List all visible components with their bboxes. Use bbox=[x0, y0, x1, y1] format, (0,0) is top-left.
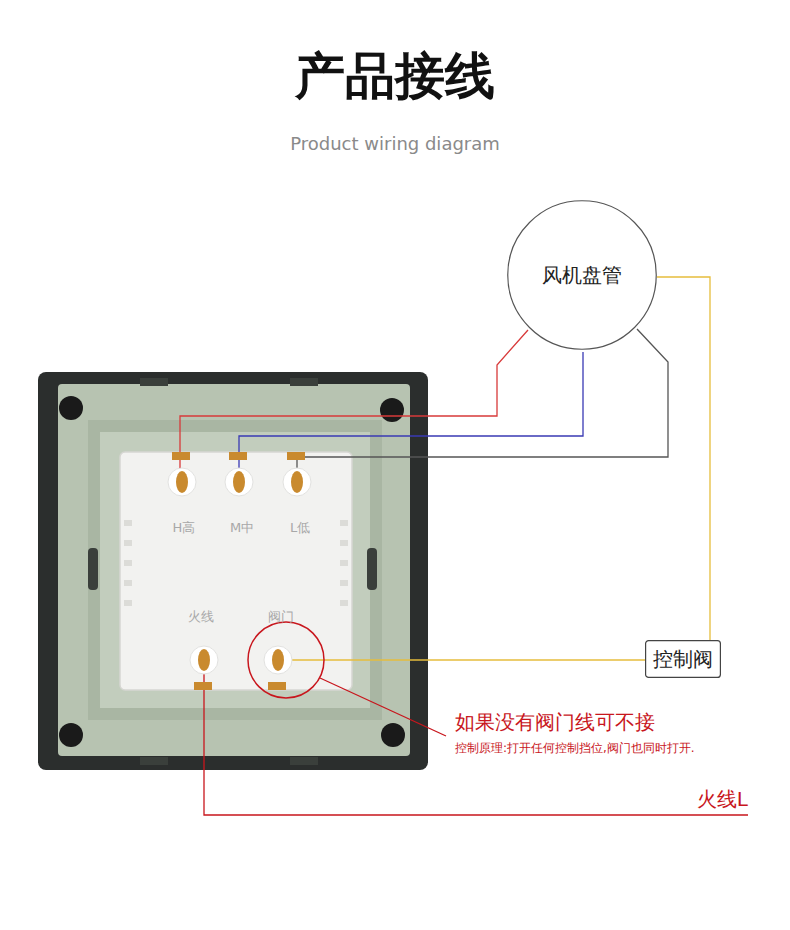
mount-slot bbox=[367, 548, 377, 590]
screw-hole bbox=[380, 398, 404, 422]
terminal-label: M中 bbox=[230, 519, 254, 537]
terminal-screws bbox=[168, 452, 311, 690]
valve-wire bbox=[657, 277, 710, 640]
switch-frame bbox=[38, 372, 428, 770]
mount-slot bbox=[140, 757, 168, 765]
terminal-label: 火线 bbox=[188, 608, 214, 626]
switch-module bbox=[120, 452, 352, 690]
terminal-label: 阀门 bbox=[268, 608, 294, 626]
mount-slot bbox=[290, 757, 318, 765]
module-vents bbox=[124, 520, 348, 606]
title: 产品接线 bbox=[295, 43, 495, 110]
plate-ridge bbox=[88, 420, 382, 720]
terminal-label: H高 bbox=[173, 519, 196, 537]
mount-slot bbox=[140, 378, 168, 386]
terminal-label: L低 bbox=[290, 519, 310, 537]
node-text: 风机盘管 bbox=[542, 262, 622, 289]
plate-recess bbox=[100, 432, 370, 708]
mount-slot bbox=[290, 378, 318, 386]
wire-valve bbox=[284, 659, 645, 660]
principle-note: 控制原理:打开任何控制挡位,阀门也同时打开. bbox=[455, 740, 695, 757]
callout-circle bbox=[248, 622, 324, 698]
mount-plate bbox=[58, 384, 410, 756]
wire-live bbox=[204, 668, 748, 815]
fan-coil-circle: 风机盘管 bbox=[507, 200, 657, 350]
subtitle: Product wiring diagram bbox=[290, 133, 500, 154]
wire-high bbox=[180, 330, 528, 470]
screw-hole bbox=[59, 396, 83, 420]
live-wire-label: 火线L bbox=[697, 786, 748, 813]
mount-slot bbox=[88, 548, 98, 590]
callout-note: 如果没有阀门线可不接 bbox=[455, 709, 655, 736]
node-text: 控制阀 bbox=[653, 646, 713, 673]
wire-mid bbox=[239, 352, 583, 470]
screw-hole bbox=[381, 723, 405, 747]
screw-hole bbox=[59, 723, 83, 747]
leader-line bbox=[320, 678, 446, 736]
wire-low bbox=[297, 329, 668, 470]
valve-box: 控制阀 bbox=[645, 640, 721, 678]
